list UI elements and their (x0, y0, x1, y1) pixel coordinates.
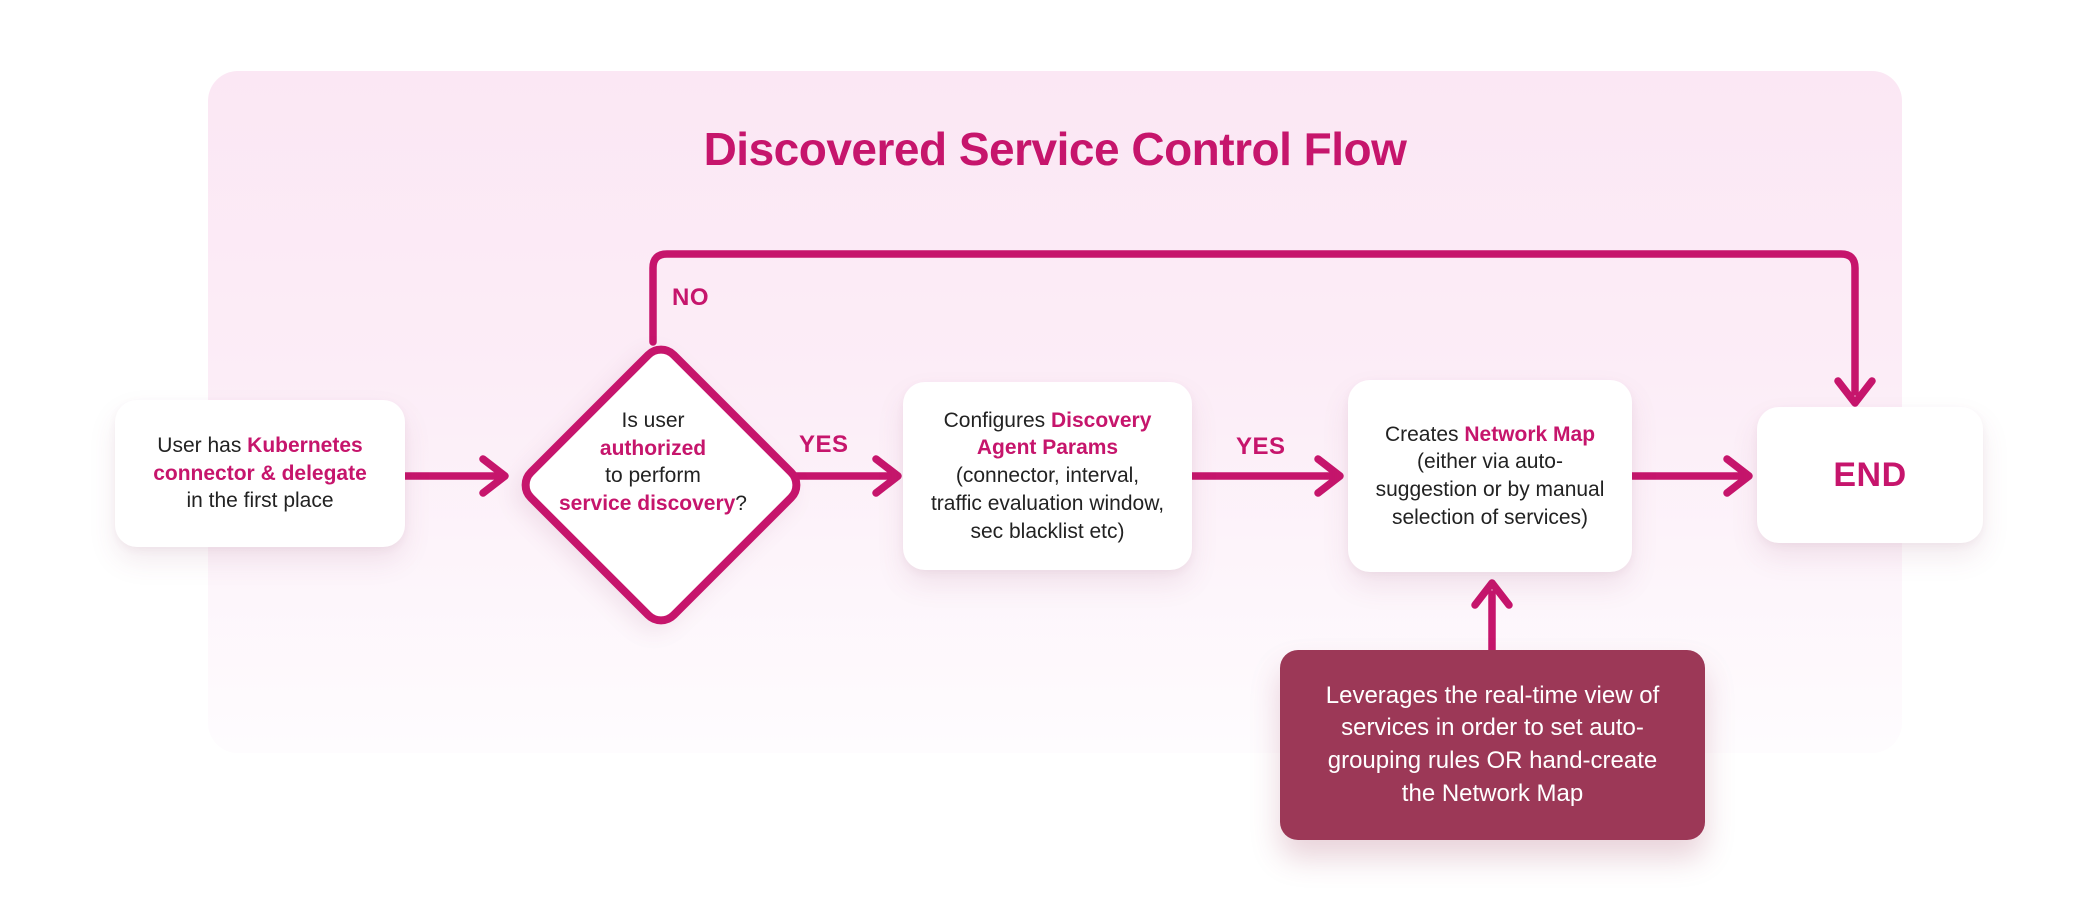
node-configure-text: Configures Discovery Agent Params (conne… (931, 407, 1164, 546)
text-line: to perform (605, 464, 701, 488)
text-line: (either via auto- (1417, 450, 1563, 474)
text-line: sec blacklist etc) (970, 519, 1125, 543)
text-line: connector & delegate (153, 461, 367, 485)
text-line: in the first place (186, 489, 334, 513)
text-line: grouping rules OR hand-create (1327, 747, 1658, 774)
node-decision-text: Is user authorized to perform service di… (538, 407, 768, 518)
text-line: service discovery? (559, 492, 747, 516)
text-line: Configures Discovery (943, 408, 1152, 432)
text-line: Agent Params (976, 436, 1119, 460)
edge-label-no: NO (672, 284, 709, 311)
text-line: traffic evaluation window, (930, 491, 1165, 515)
text-line: Leverages the real-time view of (1325, 681, 1660, 709)
text-line: authorized (599, 436, 707, 460)
node-start-text: User has Kubernetes connector & delegate… (153, 432, 367, 515)
node-create-text: Creates Network Map (either via auto- su… (1376, 421, 1605, 532)
note-text: Leverages the real-time view of services… (1326, 680, 1660, 811)
node-end: END (1757, 407, 1983, 543)
edge-label-yes-create: YES (1236, 433, 1286, 460)
text-line: selection of services) (1391, 505, 1589, 529)
text-line: the Network Map (1401, 779, 1584, 807)
text-line: Creates Network Map (1384, 422, 1596, 446)
edge-label-yes-configure: YES (799, 431, 849, 458)
text-line: (connector, interval, (955, 464, 1140, 488)
end-label: END (1833, 455, 1907, 494)
text-line: Is user (621, 409, 685, 432)
text-line: User has Kubernetes (157, 433, 363, 457)
node-create-network-map: Creates Network Map (either via auto- su… (1348, 380, 1632, 572)
diagram-title: Discovered Service Control Flow (703, 123, 1407, 175)
node-configure-params: Configures Discovery Agent Params (conne… (903, 382, 1192, 570)
note-leverages-realtime-view: Leverages the real-time view of services… (1280, 650, 1705, 840)
text-line: services in order to set auto- (1341, 714, 1644, 742)
text-line: suggestion or by manual (1375, 478, 1605, 501)
node-start: User has Kubernetes connector & delegate… (115, 400, 405, 547)
